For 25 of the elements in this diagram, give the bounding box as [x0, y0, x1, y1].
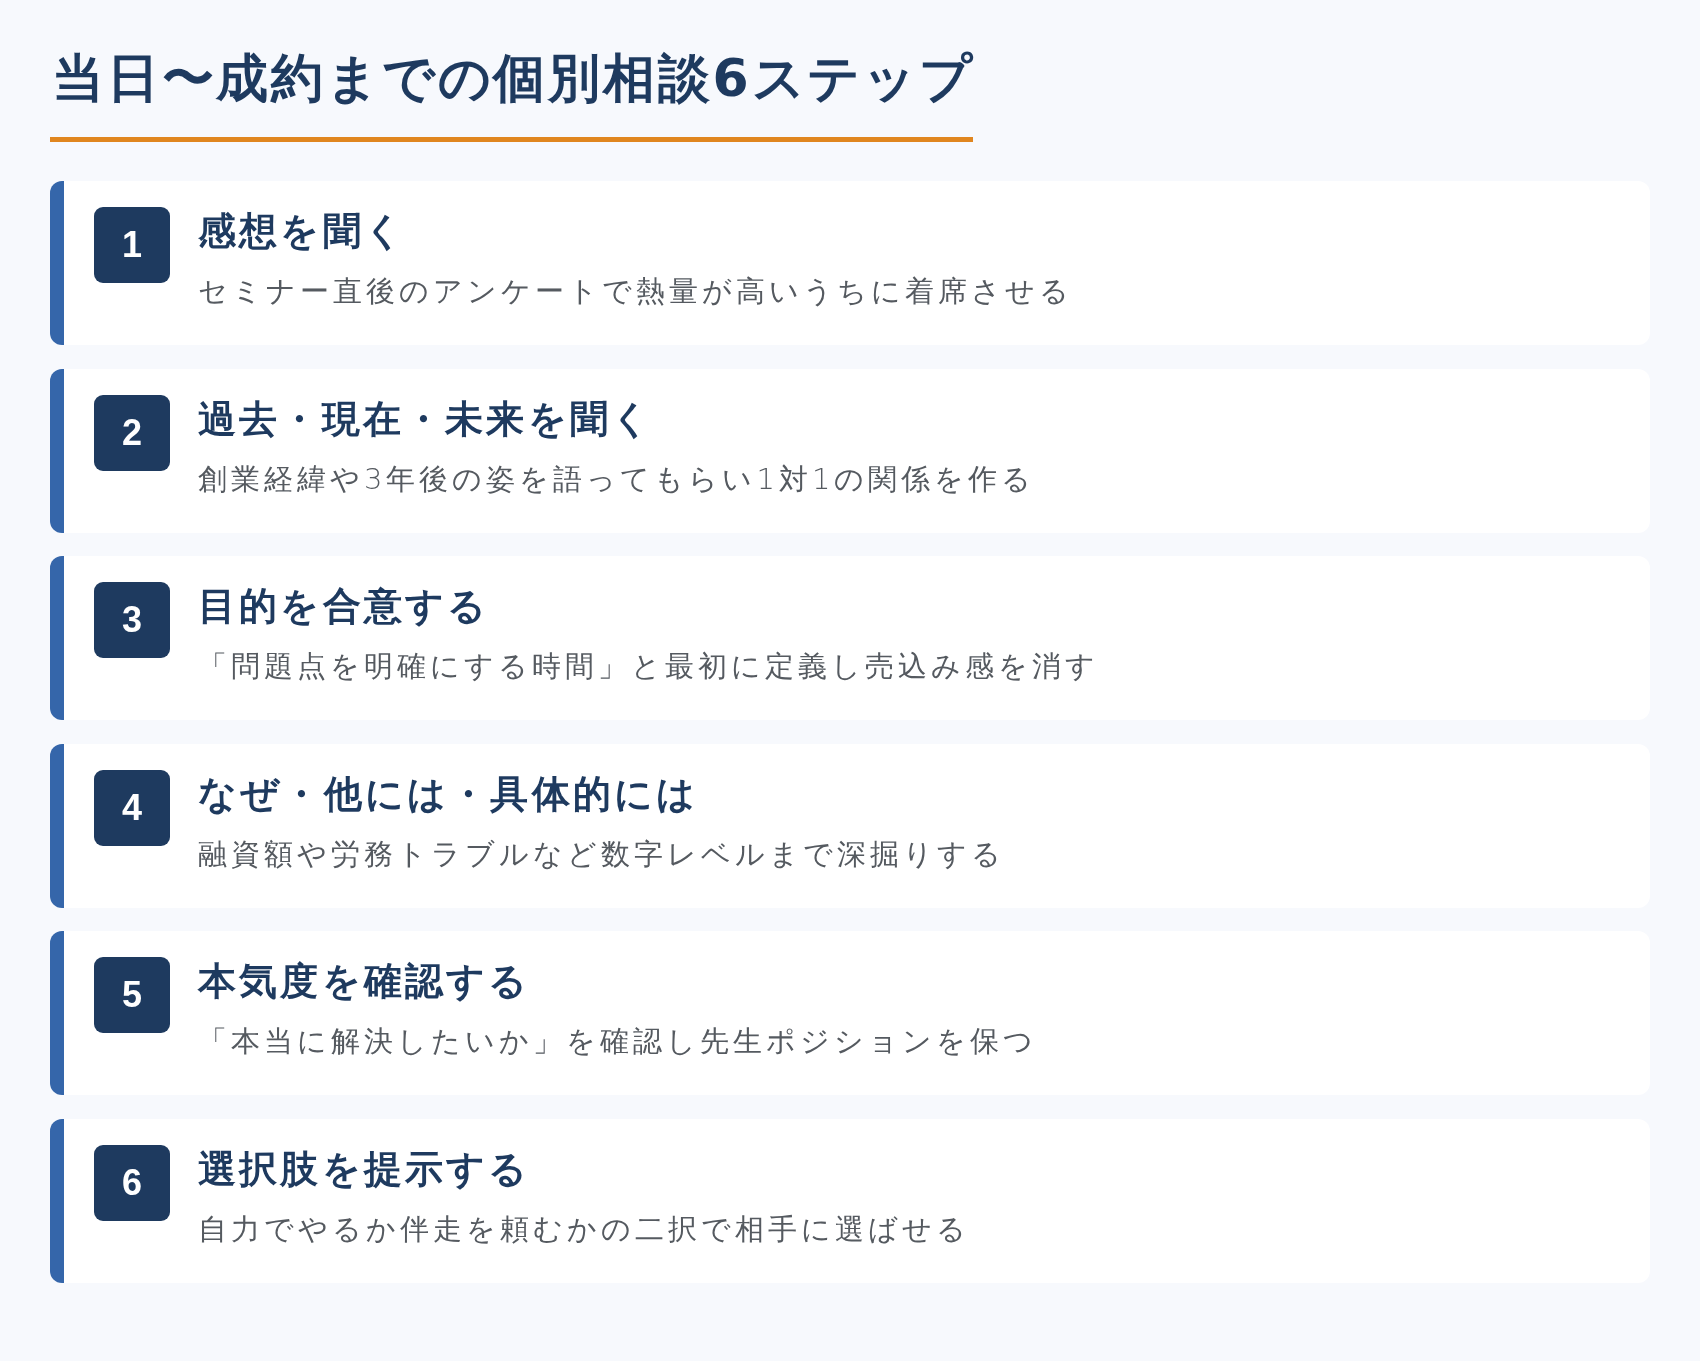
step-heading: 感想を聞く — [198, 209, 406, 255]
step-description: 自力でやるか伴走を頼むかの二択で相手に選ばせる — [198, 1212, 970, 1247]
step-card — [50, 556, 1650, 721]
step-number-badge: 4 — [94, 769, 170, 846]
step-description: 「問題点を明確にする時間」と最初に定義し売込み感を消す — [198, 649, 1099, 684]
step-number-badge: 2 — [94, 394, 170, 471]
step-heading: なぜ・他には・具体的には — [198, 771, 699, 818]
step-number-badge: 5 — [94, 957, 170, 1034]
step-description: セミナー直後のアンケートで熱量が高いうちに着席させる — [198, 274, 1073, 309]
step-card — [50, 181, 1650, 345]
step-card — [50, 368, 1650, 533]
step-card — [50, 743, 1650, 908]
step-card — [50, 931, 1650, 1096]
step-heading: 過去・現在・未来を聞く — [198, 396, 654, 443]
step-number-badge: 6 — [94, 1145, 170, 1221]
step-card — [50, 1119, 1650, 1283]
page-title: 当日〜成約までの個別相談6ステップ — [52, 47, 975, 110]
step-heading: 本気度を確認する — [198, 959, 531, 1005]
step-heading: 選択肢を提示する — [198, 1147, 531, 1193]
step-number-badge: 3 — [94, 582, 170, 659]
step-description: 創業経緯や3年後の姿を語ってもらい1対1の関係を作る — [198, 461, 1036, 497]
step-number-badge: 1 — [94, 207, 170, 283]
step-description: 融資額や労務トラブルなど数字レベルまで深掘りする — [198, 836, 1005, 872]
step-description: 「本当に解決したいか」を確認し先生ポジションを保つ — [198, 1024, 1037, 1060]
step-heading: 目的を合意する — [198, 584, 490, 630]
